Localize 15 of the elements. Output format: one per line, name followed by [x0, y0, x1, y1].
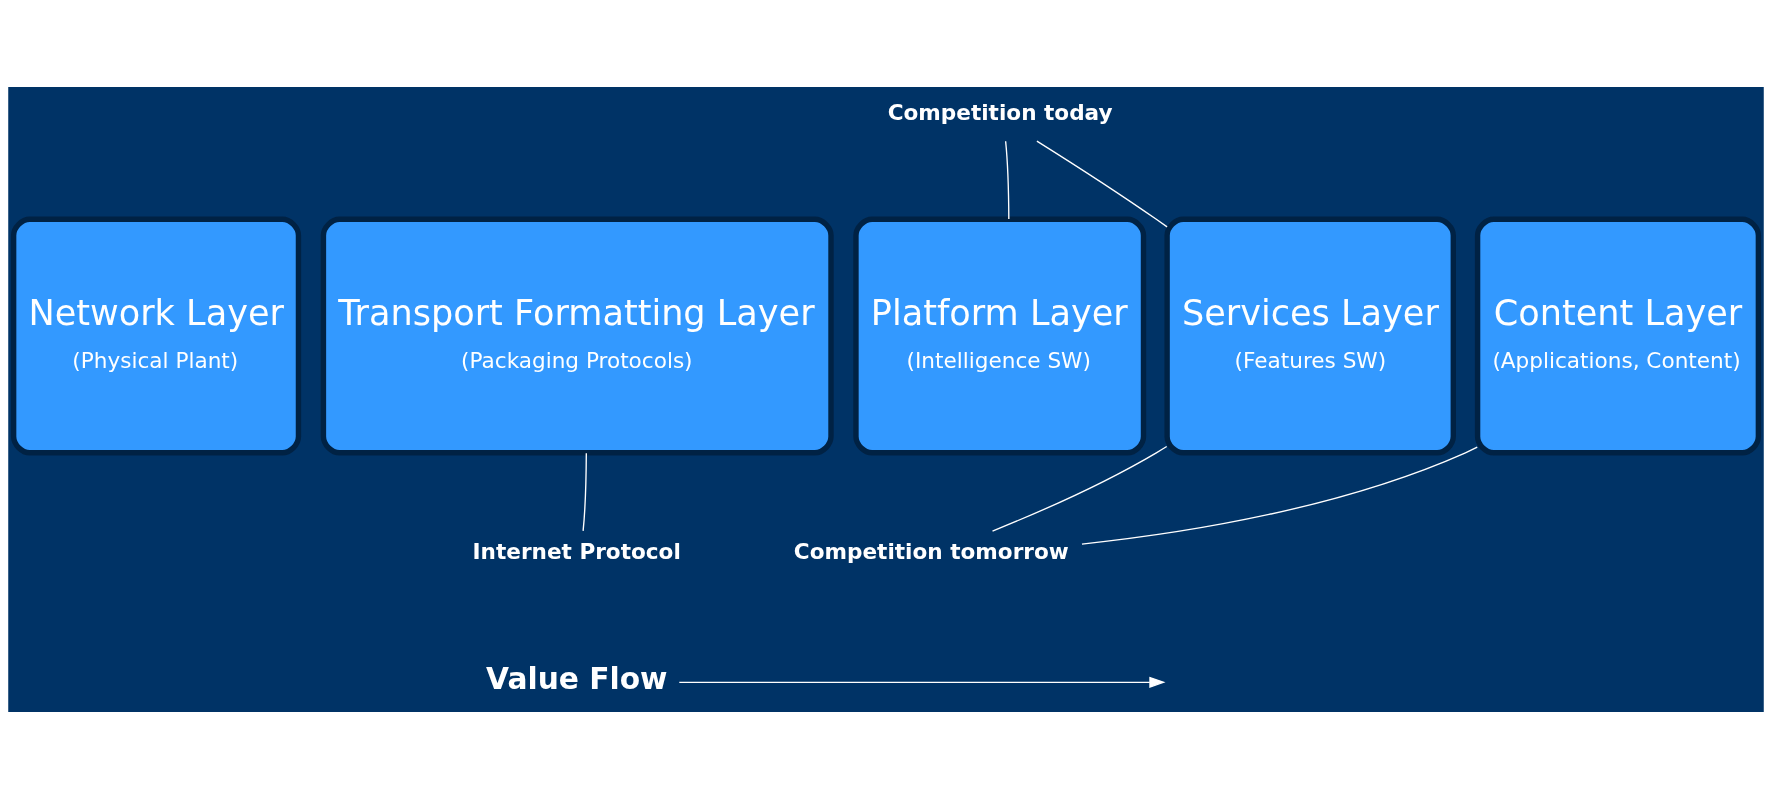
node-text: Competition tomorrow: [793, 538, 1069, 564]
node-box: Content Layer (Applications, Content): [1474, 216, 1762, 455]
node-box: Services Layer (Features SW): [1164, 216, 1456, 455]
node-box: Network Layer (Physical Plant): [10, 216, 302, 455]
node-text: Internet Protocol: [472, 538, 681, 564]
arrow: [678, 676, 1166, 688]
connector: [1081, 446, 1478, 545]
connector: [1036, 139, 1168, 228]
node-text: Value Flow: [486, 660, 668, 696]
node-box: Platform Layer (Intelligence SW): [853, 216, 1147, 455]
connector: [1004, 140, 1010, 220]
node-text: Competition today: [887, 99, 1113, 125]
connector: [991, 445, 1168, 532]
node-box: Transport Formatting Layer (Packaging Protocols): [320, 216, 834, 455]
connector: [582, 452, 587, 532]
